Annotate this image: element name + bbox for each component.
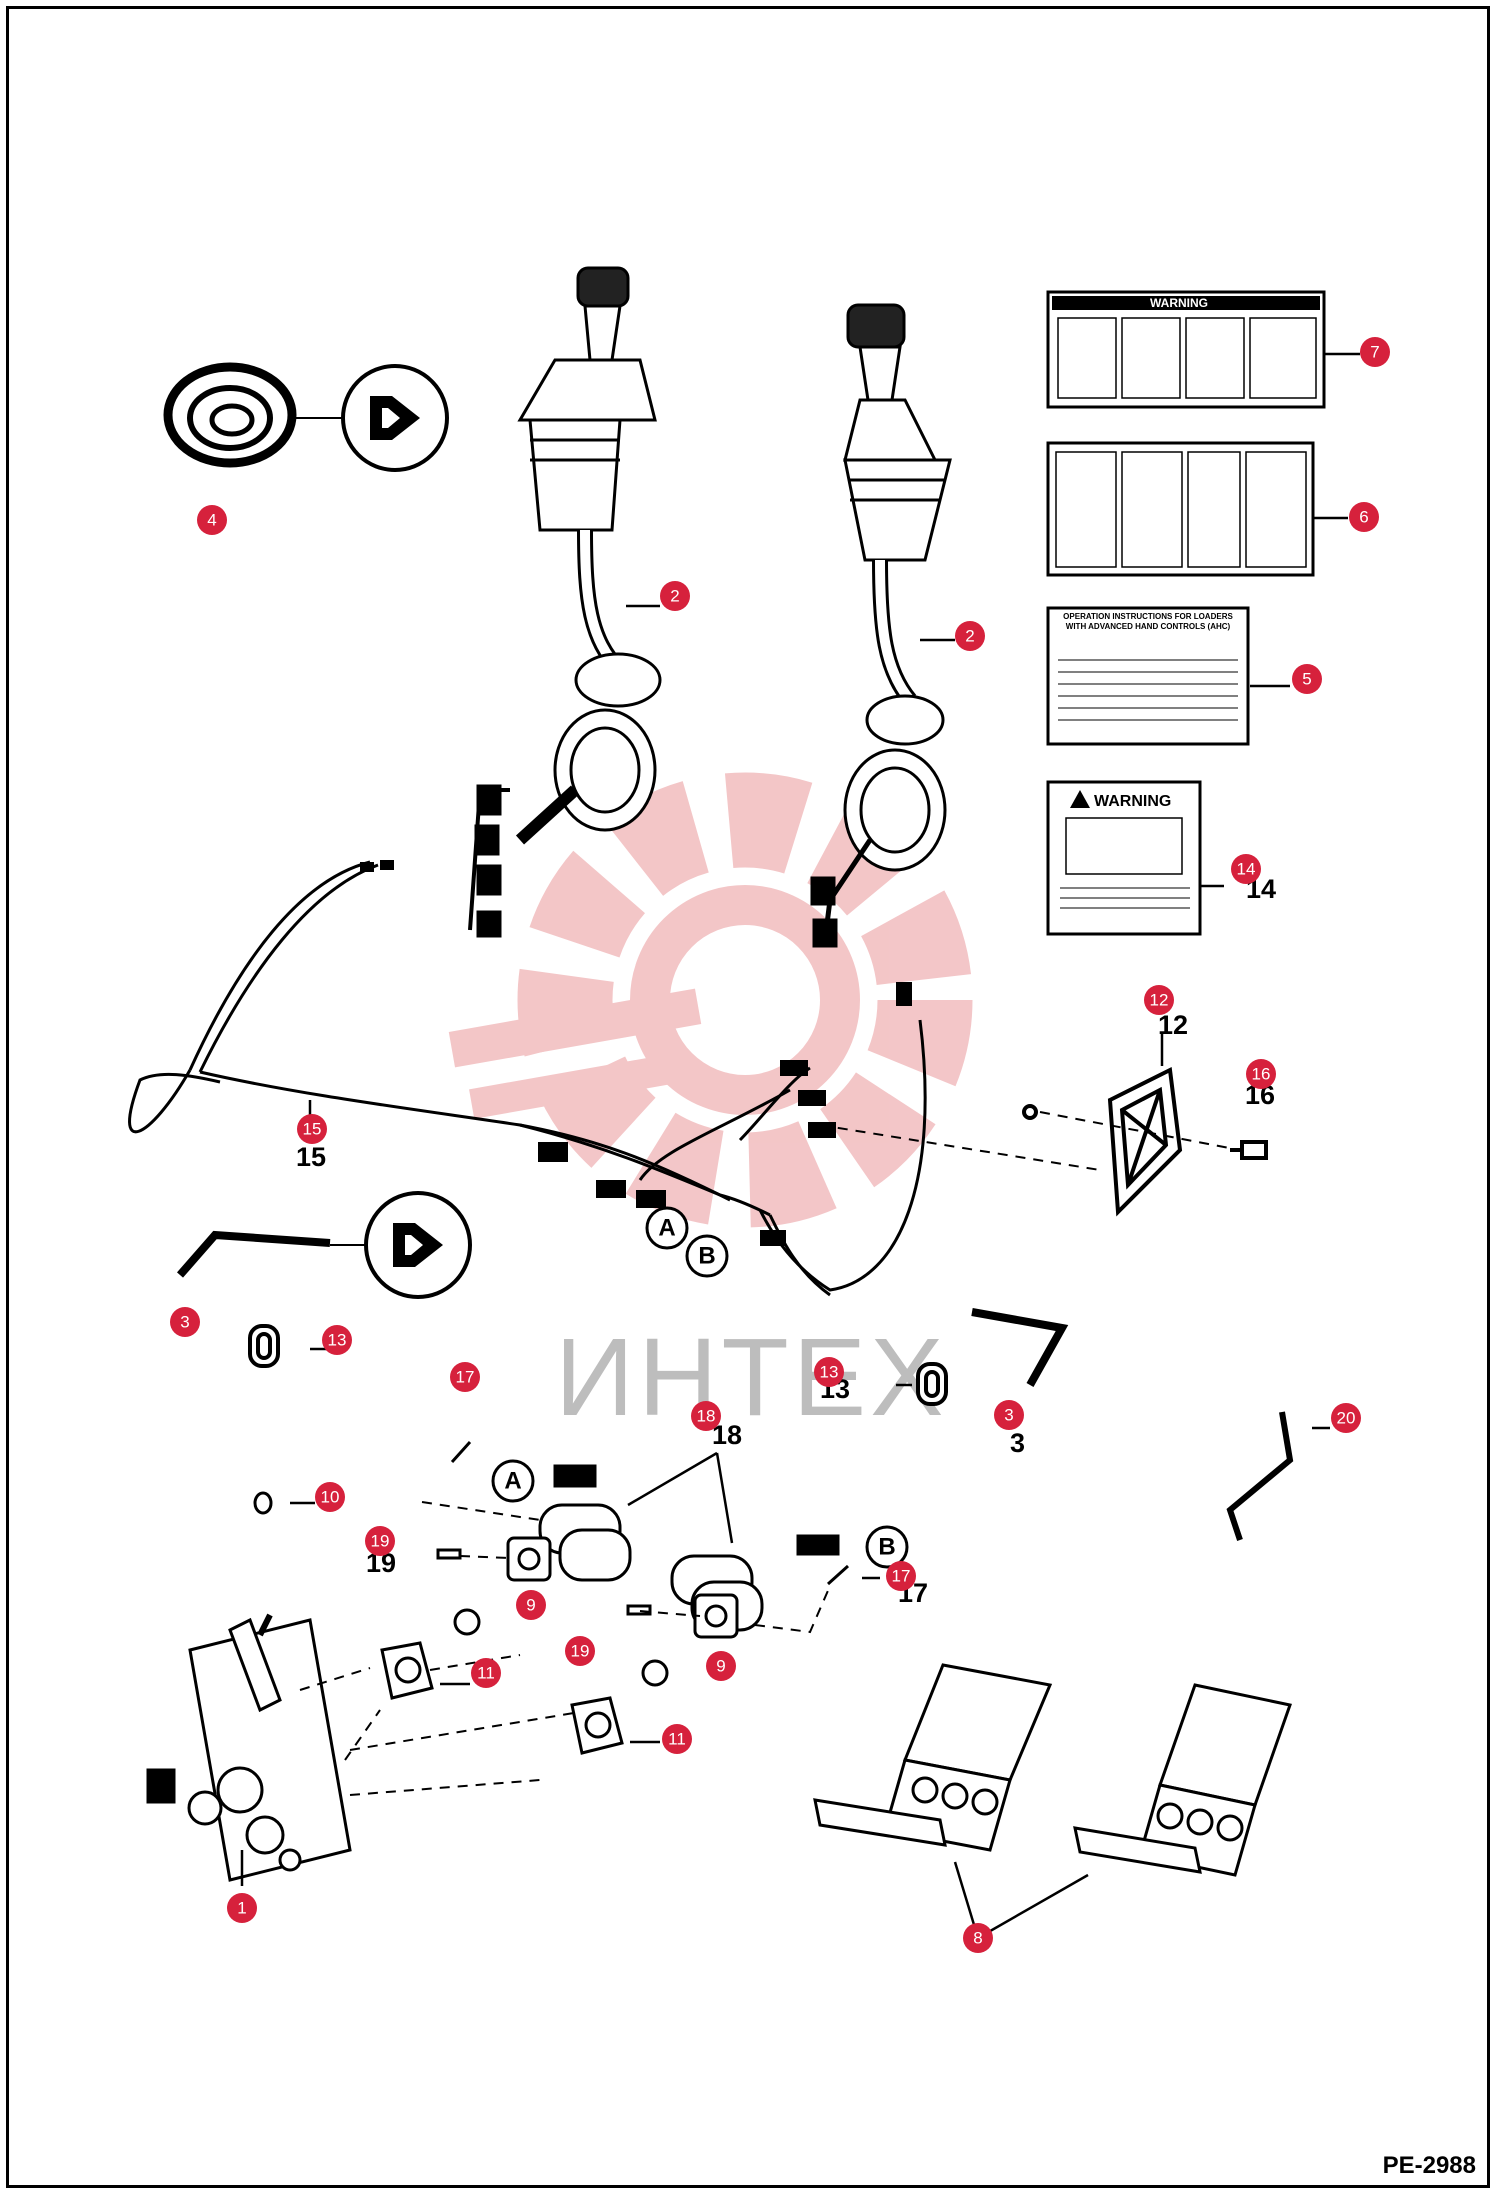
harness-connector-label-b: B: [685, 1234, 729, 1278]
hex-key-right-drawing: [971, 1308, 1069, 1387]
svg-text:13: 13: [820, 1363, 839, 1382]
svg-text:12: 12: [1150, 991, 1169, 1010]
grommets-drawing: [248, 1324, 948, 1406]
callout-part-1[interactable]: 1: [227, 1893, 257, 1923]
callout-part-15[interactable]: 15: [297, 1114, 327, 1144]
callout-part-17-right[interactable]: 17: [886, 1561, 916, 1591]
svg-text:19: 19: [371, 1532, 390, 1551]
callout-part-10[interactable]: 10: [315, 1482, 345, 1512]
callout-part-13-left[interactable]: 13: [322, 1325, 352, 1355]
callout-part-5[interactable]: 5: [1292, 664, 1322, 694]
callout-part-2-left[interactable]: 2: [660, 581, 690, 611]
callout-part-2-right[interactable]: 2: [955, 621, 985, 651]
solenoid-dashed-lines: [299, 1501, 831, 1796]
svg-text:18: 18: [697, 1407, 716, 1426]
part-18-leaders: [627, 1451, 734, 1544]
valve-body-drawing: [146, 1613, 352, 1882]
bobcat-tool-logo-1: [341, 364, 449, 472]
callout-part-17-left[interactable]: 17: [450, 1362, 480, 1392]
foot-pedals-drawing: [813, 1663, 1292, 1877]
solenoid-right-drawing: [670, 1534, 840, 1639]
mounting-bracket-drawing: [1022, 1066, 1268, 1217]
svg-text:17: 17: [456, 1368, 475, 1387]
callout-part-20[interactable]: 20: [1331, 1403, 1361, 1433]
bracket-dashed-line: [1039, 1111, 1241, 1151]
svg-text:2: 2: [670, 587, 679, 606]
callout-part-4[interactable]: 4: [197, 505, 227, 535]
svg-text:B: B: [878, 1534, 895, 1561]
callout-part-16[interactable]: 16: [1246, 1059, 1276, 1089]
svg-text:4: 4: [207, 511, 216, 530]
coiled-cable-drawing: [163, 362, 345, 468]
decal-instructions: OPERATION INSTRUCTIONS FOR LOADERS WITH …: [1046, 606, 1250, 746]
solenoid-left-drawing: [506, 1464, 632, 1582]
svg-text:15: 15: [303, 1120, 322, 1139]
callout-part-19-lower[interactable]: 19: [565, 1636, 595, 1666]
svg-text:3: 3: [1004, 1406, 1013, 1425]
svg-text:3: 3: [1010, 1428, 1025, 1458]
svg-text:6: 6: [1359, 508, 1368, 527]
svg-text:16: 16: [1252, 1065, 1271, 1084]
callout-part-13-right[interactable]: 13: [814, 1357, 844, 1387]
harness-dashed-line: [819, 1124, 1101, 1171]
callout-part-19-upper[interactable]: 19: [365, 1526, 395, 1556]
svg-text:3: 3: [180, 1313, 189, 1332]
callout-part-9-lower[interactable]: 9: [706, 1651, 736, 1681]
decal-pictorial: [1046, 441, 1315, 577]
couplers-drawing: [380, 1641, 624, 1755]
strap-drawing: [1226, 1411, 1294, 1541]
svg-text:A: A: [504, 1468, 521, 1495]
callout-part-8[interactable]: 8: [963, 1923, 993, 1953]
decal-warning-b-title: WARNING: [1094, 793, 1171, 810]
svg-text:15: 15: [296, 1142, 326, 1172]
wiring-harness-drawing: [128, 860, 927, 1297]
callout-part-7[interactable]: 7: [1360, 337, 1390, 367]
callout-part-11-lower[interactable]: 11: [662, 1724, 692, 1754]
svg-text:10: 10: [321, 1488, 340, 1507]
svg-text:19: 19: [571, 1642, 590, 1661]
svg-text:11: 11: [477, 1664, 495, 1683]
callout-part-3-right[interactable]: 3: [994, 1400, 1024, 1430]
solenoid-connector-label-b: B: [865, 1525, 909, 1569]
bobcat-tool-logo-2: [364, 1191, 472, 1299]
callout-part-3-left[interactable]: 3: [170, 1307, 200, 1337]
svg-text:7: 7: [1370, 343, 1379, 362]
callout-part-18[interactable]: 18: [691, 1401, 721, 1431]
diagram-frame: [6, 6, 1490, 2188]
hex-key-left-drawing: [176, 1230, 331, 1278]
svg-text:B: B: [698, 1243, 715, 1270]
svg-text:17: 17: [892, 1567, 911, 1586]
svg-text:14: 14: [1237, 860, 1256, 879]
o-rings-drawing: [253, 1440, 850, 1687]
svg-text:2: 2: [965, 627, 974, 646]
callout-part-9-upper[interactable]: 9: [516, 1590, 546, 1620]
svg-text:A: A: [658, 1215, 675, 1242]
harness-connectors: [360, 860, 912, 1246]
watermark-text: ИНТЕХ: [555, 1316, 947, 1439]
svg-text:9: 9: [526, 1596, 535, 1615]
svg-text:12: 12: [1158, 1010, 1188, 1040]
svg-text:11: 11: [668, 1730, 686, 1749]
callout-part-11-upper[interactable]: 11: [471, 1658, 501, 1688]
callout-part-12[interactable]: 12: [1144, 985, 1174, 1015]
right-joystick-drawing: [810, 303, 952, 948]
decal-warning-a: WARNING: [1046, 290, 1326, 409]
decal-instructions-title: OPERATION INSTRUCTIONS FOR LOADERS WITH …: [1063, 612, 1233, 631]
svg-text:1: 1: [237, 1899, 246, 1918]
callout-part-14[interactable]: 14: [1231, 854, 1261, 884]
solenoid-connector-label-a: A: [491, 1459, 535, 1503]
svg-text:13: 13: [328, 1331, 347, 1350]
svg-text:20: 20: [1337, 1409, 1356, 1428]
callout-part-6[interactable]: 6: [1349, 502, 1379, 532]
svg-text:8: 8: [973, 1929, 982, 1948]
svg-text:9: 9: [716, 1657, 725, 1676]
decal-warning-b: WARNING: [1046, 780, 1202, 936]
decal-warning-a-title: WARNING: [1150, 296, 1208, 310]
drawing-reference-code: PE-2988: [1382, 2152, 1476, 2179]
harness-connector-label-a: A: [645, 1206, 689, 1250]
svg-text:5: 5: [1302, 670, 1311, 689]
watermark-logo: [448, 772, 973, 1228]
left-joystick-drawing: [468, 266, 662, 938]
